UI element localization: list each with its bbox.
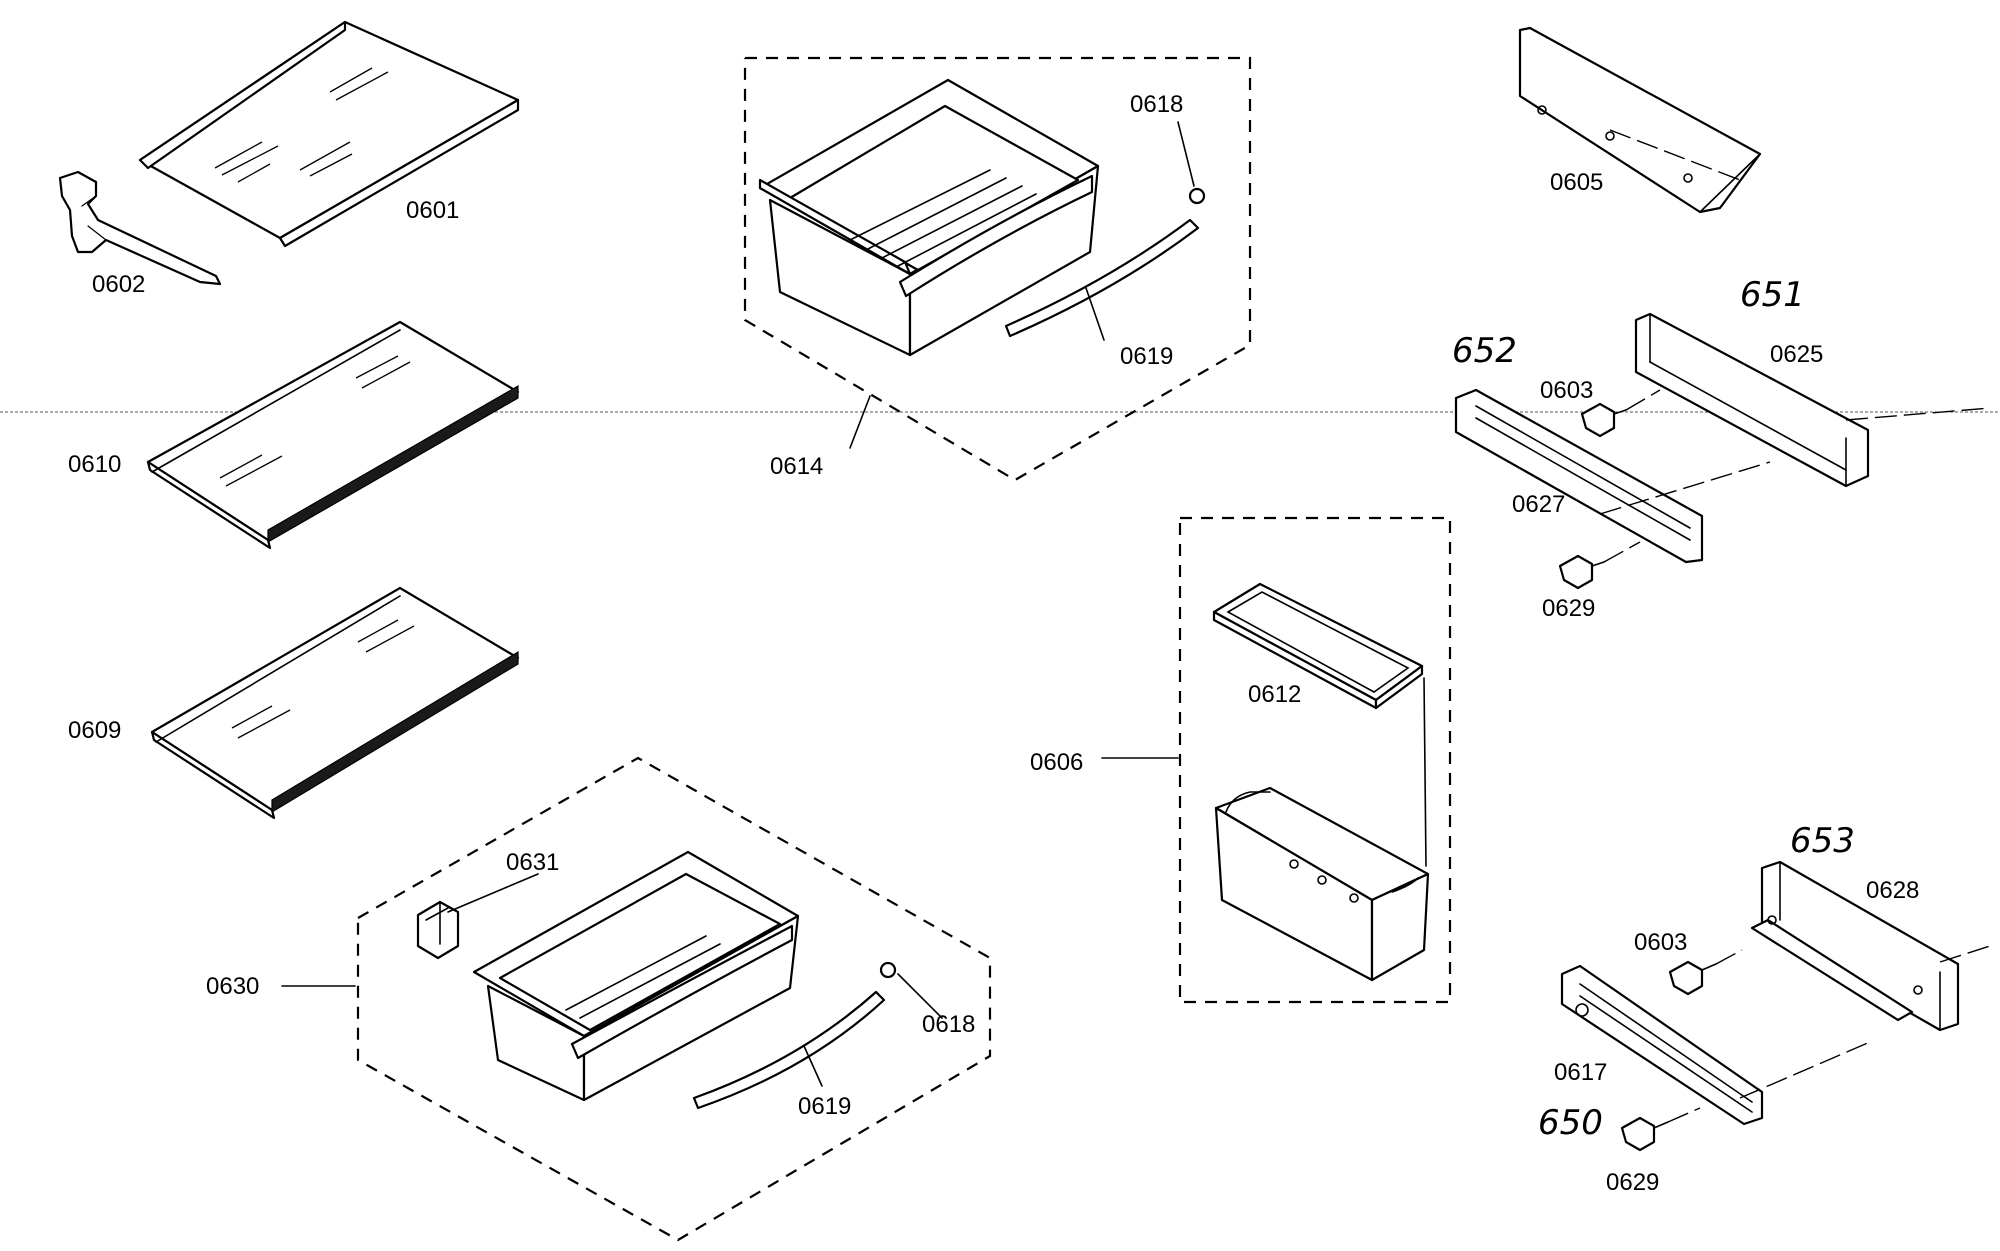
grommet-0618-bottom: [879, 961, 897, 979]
label-0625: 0625: [1770, 341, 1823, 368]
label-0609: 0609: [68, 717, 121, 744]
label-0612: 0612: [1248, 681, 1301, 708]
label-0628: 0628: [1866, 877, 1919, 904]
label-0618-bottom: 0618: [922, 1011, 975, 1038]
label-0629-bottom: 0629: [1606, 1169, 1659, 1196]
drawer-assembly-0630: [356, 756, 992, 1242]
handwritten-653: 653: [1790, 821, 1855, 861]
label-0619-top: 0619: [1120, 343, 1173, 370]
bin: [1214, 786, 1430, 982]
label-0606: 0606: [1030, 749, 1083, 776]
bin-assembly-0606: [1178, 516, 1452, 1004]
lid-0612: [1212, 582, 1424, 710]
label-0603-bottom: 0603: [1634, 929, 1687, 956]
label-0630: 0630: [206, 973, 259, 1000]
label-0619-bottom: 0619: [798, 1093, 851, 1120]
cover-0605: [1518, 26, 1762, 214]
tube-0619-bottom: [692, 990, 886, 1110]
grommet-0618-top: [1188, 187, 1206, 205]
handwritten-651: 651: [1740, 275, 1805, 315]
label-0602: 0602: [92, 271, 145, 298]
rail-cover-0625: [1634, 312, 1991, 488]
screw-0629-top: [1558, 541, 1641, 590]
label-0631: 0631: [506, 849, 559, 876]
screw-0603-top: [1580, 389, 1661, 438]
screw-0629-bottom: [1620, 1107, 1701, 1152]
drawer-assembly-0614: [743, 56, 1252, 482]
handwritten-652: 652: [1452, 331, 1517, 371]
screw-0603-bottom: [1668, 949, 1743, 996]
label-0601: 0601: [406, 197, 459, 224]
glass-shelf-0609: [150, 586, 520, 820]
label-0618-top: 0618: [1130, 91, 1183, 118]
label-0617: 0617: [1554, 1059, 1607, 1086]
slide-rail-0617: [1560, 964, 1871, 1126]
glass-shelf-0601: [138, 20, 520, 248]
label-0610: 0610: [68, 451, 121, 478]
label-0603-top: 0603: [1540, 377, 1593, 404]
handwritten-labels: 651 652 653 650: [1452, 275, 1855, 1143]
shelf-bracket-0602: [58, 170, 222, 286]
rail-cover-0628: [1750, 860, 1991, 1032]
glass-shelf-0610: [146, 320, 520, 550]
label-0605: 0605: [1550, 169, 1603, 196]
part-labels: 0601 0602 0610 0609 0614 0618 0619 0630 …: [68, 91, 1919, 1196]
clip-0631: [416, 900, 460, 960]
label-0614: 0614: [770, 453, 823, 480]
leader-lines: [281, 121, 1195, 1087]
slide-rail-0627: [1454, 388, 1771, 564]
tube-0619-top: [1004, 218, 1200, 338]
label-0627: 0627: [1512, 491, 1565, 518]
label-0629-top: 0629: [1542, 595, 1595, 622]
handwritten-650: 650: [1538, 1103, 1603, 1143]
